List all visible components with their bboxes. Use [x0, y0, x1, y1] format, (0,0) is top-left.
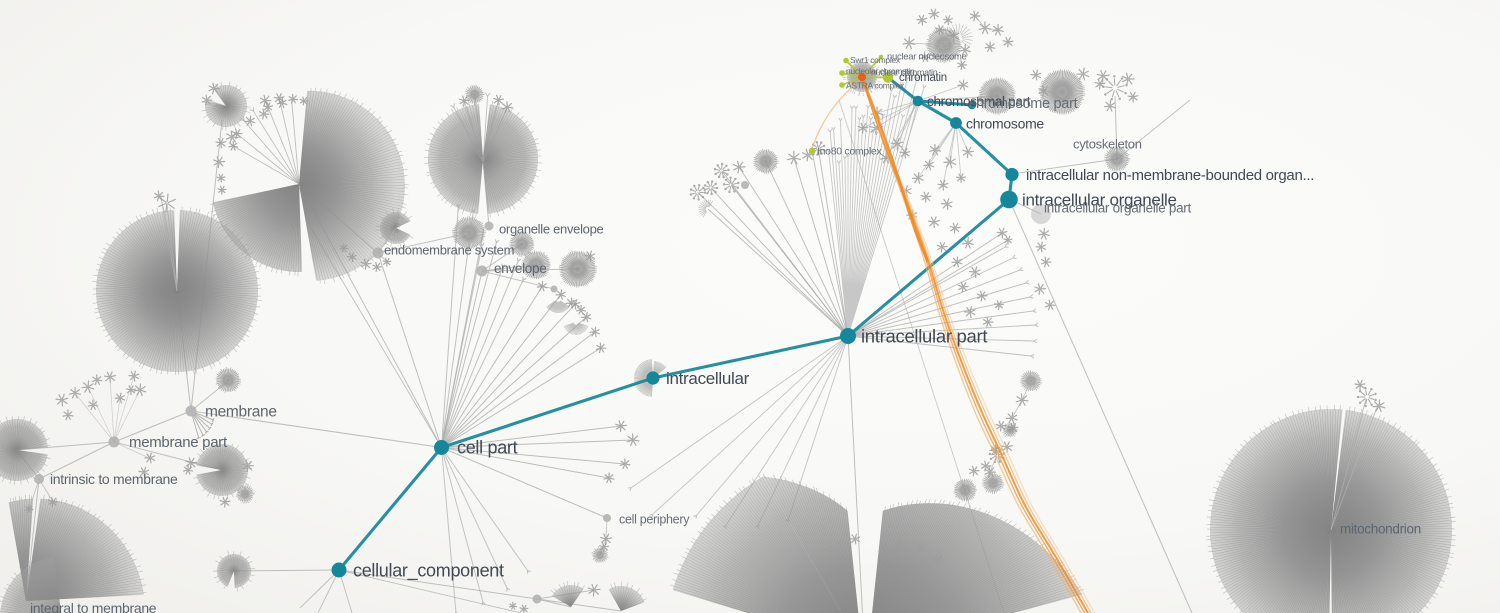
svg-text:intracellular: intracellular	[666, 369, 750, 388]
svg-text:chromosome: chromosome	[966, 115, 1044, 131]
svg-text:nuclear chromatin: nuclear chromatin	[871, 68, 938, 78]
svg-text:cytoskeleton: cytoskeleton	[1073, 137, 1142, 152]
svg-text:intracellular part: intracellular part	[861, 326, 987, 347]
svg-text:intracellular organelle part: intracellular organelle part	[1044, 201, 1191, 216]
svg-text:intracellular organelle: intracellular organelle	[1022, 190, 1177, 209]
svg-text:nucleolar chromatin: nucleolar chromatin	[846, 66, 915, 76]
svg-text:integral to membrane: integral to membrane	[30, 600, 157, 613]
svg-text:Swr1 complex: Swr1 complex	[850, 55, 901, 65]
svg-text:intracellular non-membrane-bou: intracellular non-membrane-bounded organ…	[1026, 167, 1314, 184]
svg-text:endomembrane system: endomembrane system	[384, 243, 514, 258]
svg-text:cell periphery: cell periphery	[619, 512, 690, 526]
svg-text:nuclear nucleosome: nuclear nucleosome	[887, 51, 967, 62]
svg-text:membrane: membrane	[205, 403, 277, 420]
svg-text:cell part: cell part	[457, 437, 518, 457]
svg-text:Ino80 complex: Ino80 complex	[817, 146, 882, 158]
svg-text:membrane part: membrane part	[129, 434, 228, 451]
svg-text:ASTRA complex: ASTRA complex	[846, 81, 905, 91]
svg-text:envelope: envelope	[494, 261, 546, 276]
svg-text:cellular_component: cellular_component	[353, 560, 504, 581]
svg-text:chromatin: chromatin	[899, 72, 947, 84]
svg-text:intrinsic to membrane: intrinsic to membrane	[50, 471, 178, 487]
svg-text:organelle envelope: organelle envelope	[499, 222, 604, 237]
svg-text:chromosomal part: chromosomal part	[927, 94, 1031, 109]
svg-text:mitochondrion: mitochondrion	[1340, 522, 1421, 537]
svg-text:chromosome part: chromosome part	[969, 96, 1078, 112]
